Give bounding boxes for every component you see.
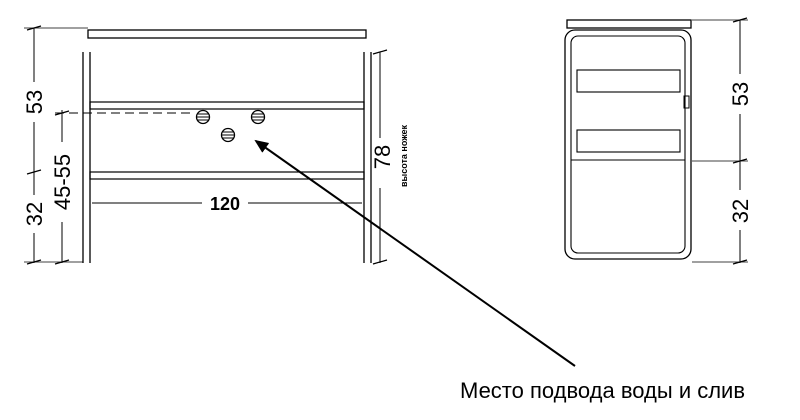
front-countertop bbox=[87, 29, 367, 39]
front-upper-shelf bbox=[89, 101, 365, 110]
dimension-bottom-label: 32 bbox=[22, 202, 47, 226]
side-frame-inner bbox=[570, 35, 686, 254]
dimension-chain-left: 53 32 bbox=[22, 25, 88, 265]
side-countertop bbox=[566, 19, 692, 29]
dimension-width: 120 bbox=[92, 192, 362, 214]
side-frame-outer bbox=[564, 29, 692, 260]
pipe-outlet-left bbox=[195, 109, 211, 125]
front-view: 120 53 32 45-55 bbox=[22, 25, 576, 367]
side-drawer-upper bbox=[576, 69, 681, 93]
side-dimension-top-label: 53 bbox=[728, 82, 753, 106]
dimension-leg-height-label: 78 bbox=[370, 145, 395, 169]
dimension-width-label: 120 bbox=[210, 194, 240, 214]
dimension-inlet: 45-55 bbox=[50, 110, 75, 265]
side-handle bbox=[683, 95, 690, 109]
drain-outlet bbox=[220, 127, 236, 143]
caption-water-supply: Место подвода воды и слив bbox=[460, 378, 745, 403]
dimension-top-label: 53 bbox=[22, 90, 47, 114]
side-dimension-bottom-label: 32 bbox=[728, 199, 753, 223]
pipe-outlet-right bbox=[250, 109, 266, 125]
dimension-leg-height: 78 высота ножек bbox=[370, 49, 412, 265]
dimension-inlet-label: 45-55 bbox=[50, 154, 75, 210]
side-drawer-lower bbox=[576, 129, 681, 153]
leg-height-caption: высота ножек bbox=[399, 125, 409, 187]
side-view: 53 32 bbox=[564, 17, 753, 265]
pointer-arrow bbox=[254, 139, 576, 367]
front-lower-shelf bbox=[89, 171, 365, 180]
side-dimension-chain: 53 32 bbox=[692, 17, 753, 265]
